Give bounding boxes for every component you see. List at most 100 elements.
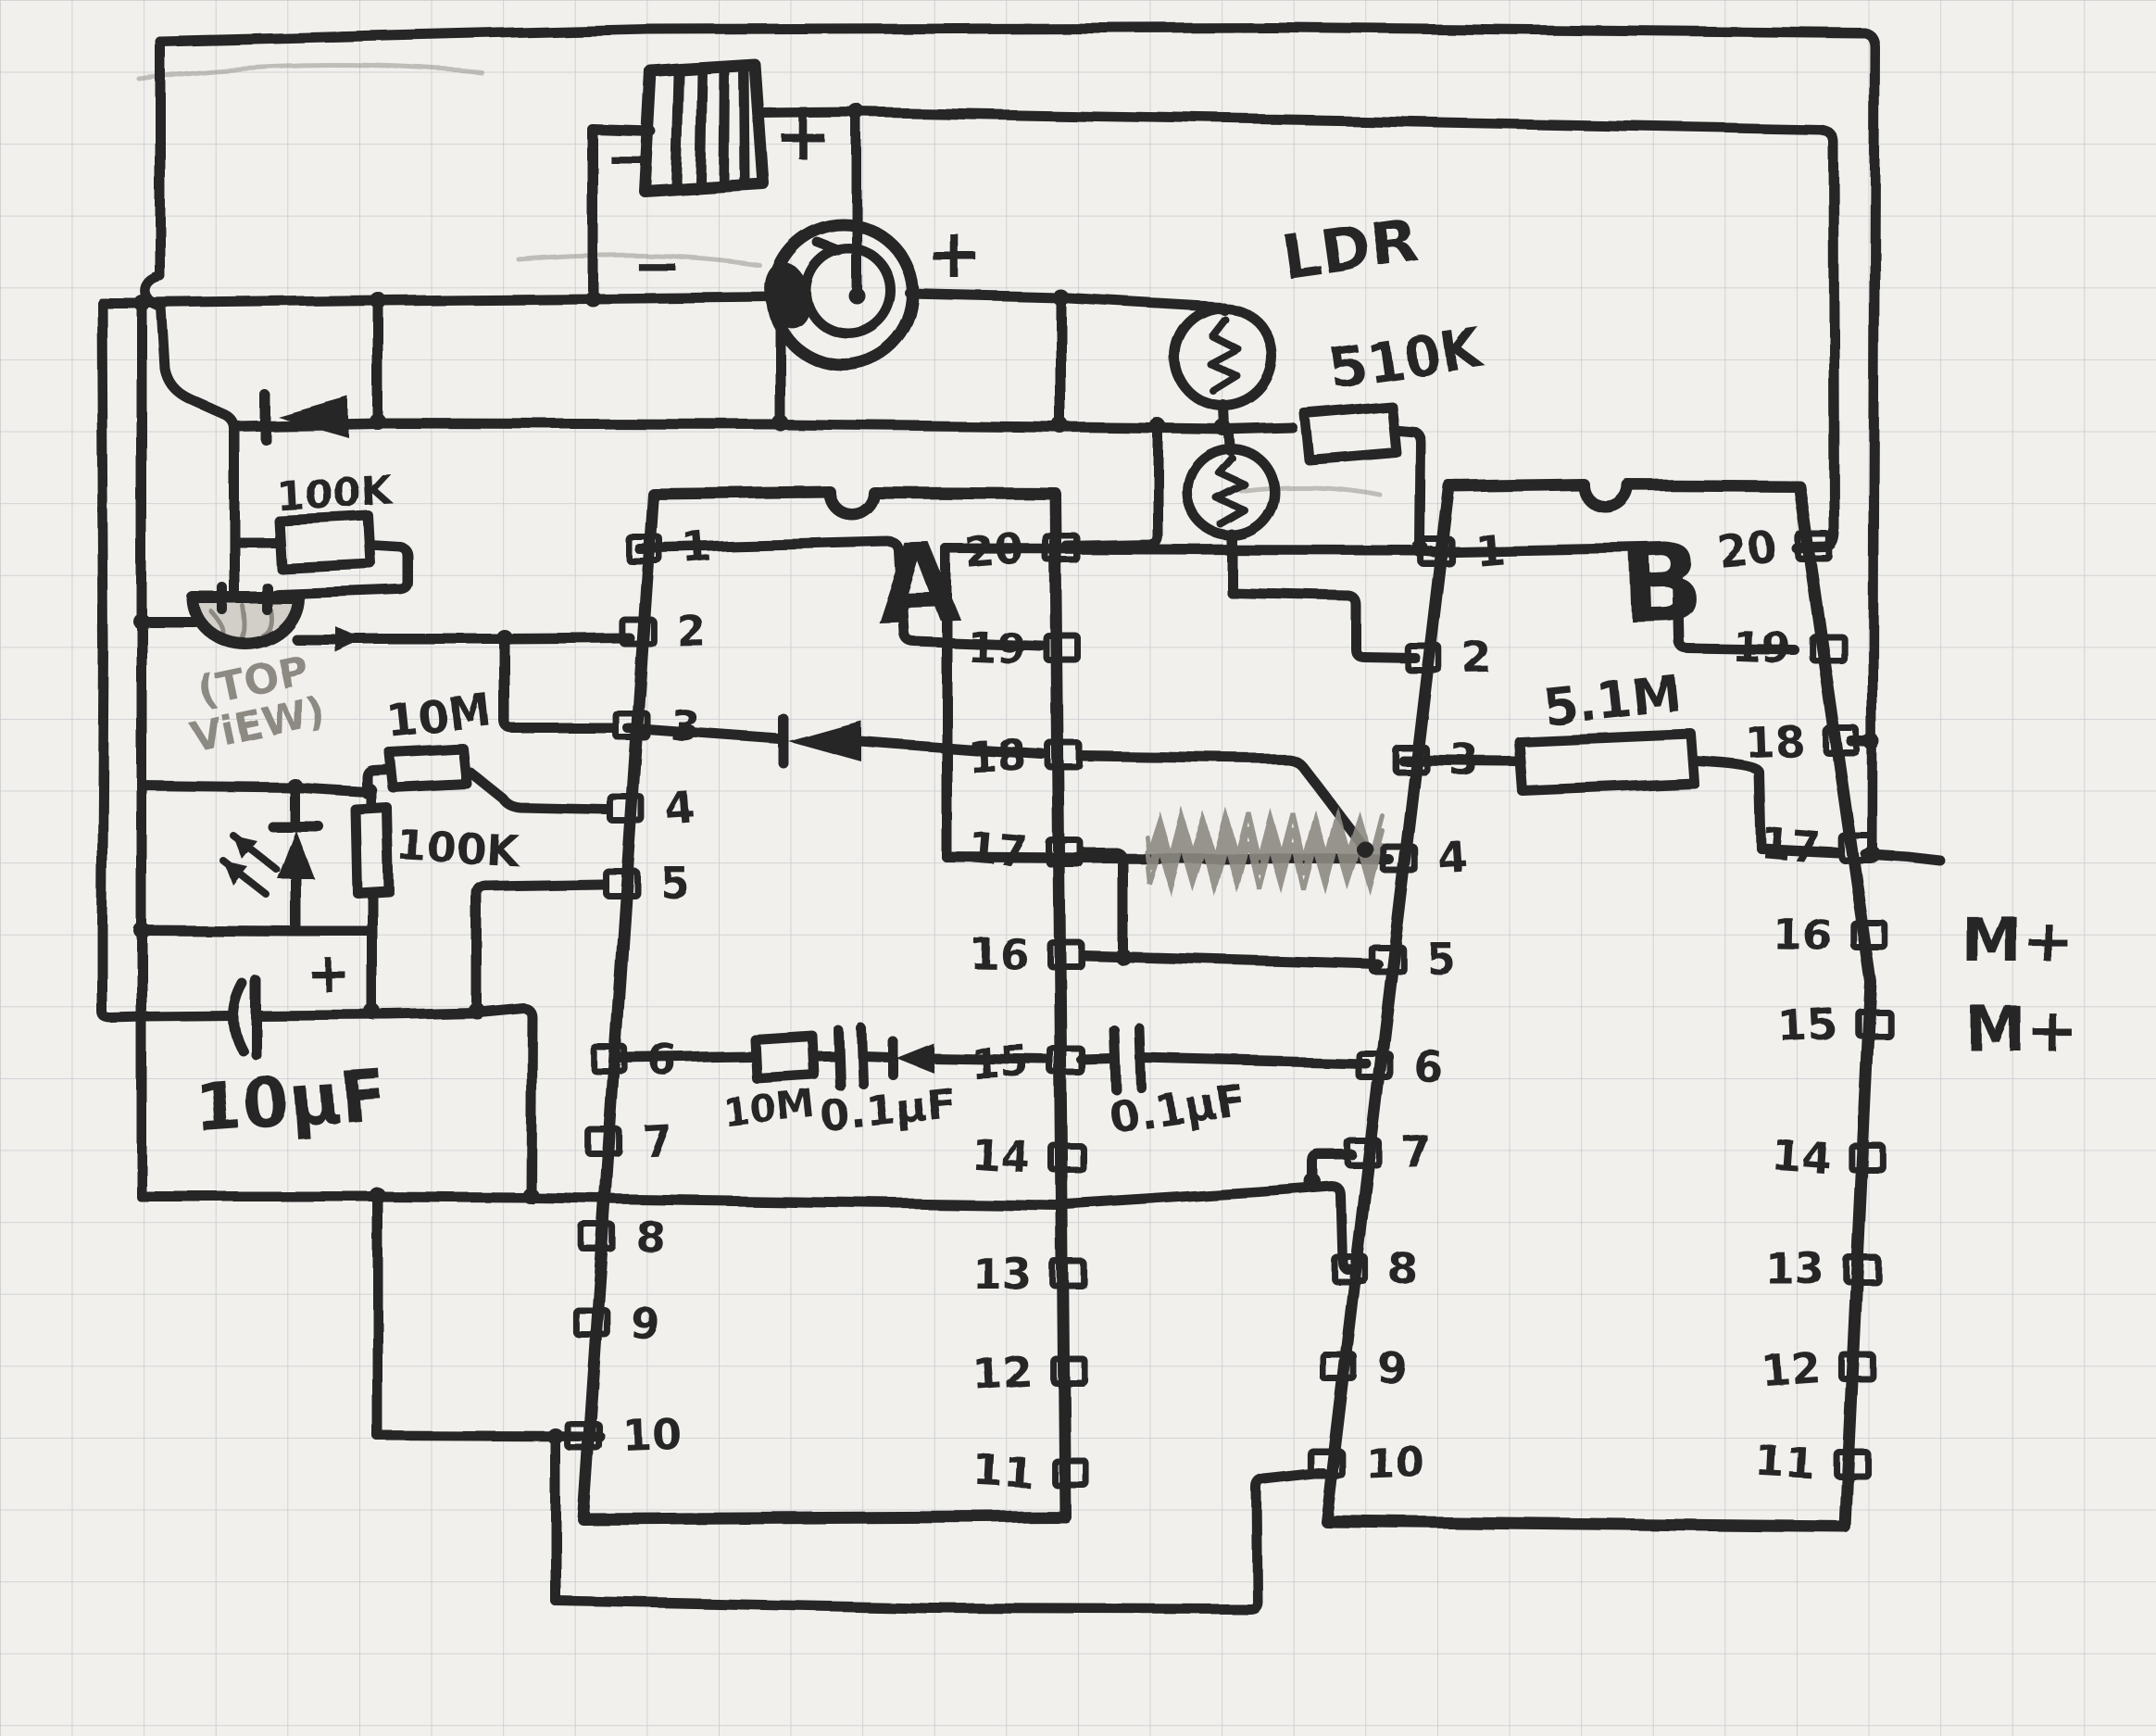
ldr-1 [1169,302,1278,411]
pin-stub [584,1126,623,1157]
wire-a18-b4 [1078,750,1371,854]
pin-stub [1392,744,1431,775]
chip-b-outline [1320,478,1877,1533]
resistor-10m-left [383,743,472,793]
pin-stub [1404,642,1443,673]
resistor-10m-mid [749,1030,820,1084]
chip-b-pin-number: 14 [1770,1129,1833,1183]
pin-stub [1837,832,1876,863]
chip-b-pin-number: 5 [1426,934,1456,984]
label-cap10uf: 10µF [192,1056,389,1149]
led-arrowhead-2 [224,862,248,886]
wire-left-rail [96,297,237,1024]
chip-a-pin-number: 3 [670,700,702,752]
chip-a-pin-number: 12 [971,1346,1034,1400]
chip-a-pin-number: 13 [972,1249,1032,1299]
chip-b-pin-number: 13 [1765,1244,1824,1294]
chip-b-pin-number: 15 [1776,999,1838,1051]
label-motor-minus: − [632,232,682,300]
chip-b-pin-number: 4 [1436,832,1470,884]
resistor-510k [1298,400,1401,465]
pin-stub [1331,1253,1370,1285]
label-cap10uf-plus: + [306,941,351,1004]
chip-b-pin-number: 20 [1715,522,1778,576]
pin-stub [590,1043,629,1075]
label-battery-plus: + [774,96,832,176]
label-r51m: 5.1M [1540,664,1684,736]
pin-stub [1319,1351,1358,1382]
chip-a-pin-number: 6 [646,1034,680,1086]
led-arrowhead-1 [233,836,257,860]
pin-stub [1044,633,1083,664]
label-motor-plus: + [926,215,984,295]
chip-b-pin-number: 6 [1411,1040,1445,1092]
pin-stub [1043,533,1082,564]
pin-stub [619,616,658,648]
wire-bottom-rail [550,1467,1328,1615]
label-battery-minus: − [604,124,654,193]
pin-stub [1855,1008,1894,1039]
chip-a-pin-number: 19 [966,622,1027,673]
chip-b-pin-number: 1 [1473,523,1507,576]
wires [96,22,1946,1615]
chip-a-pin-number: 17 [966,823,1029,877]
diode-symbols [224,396,934,1073]
chip-a-pin-number: 18 [967,730,1028,782]
chip-b-pin-number: 10 [1364,1437,1425,1489]
diode-left-icon [278,396,348,437]
pin-stub [602,867,641,899]
resistor-5.1m [1513,728,1700,797]
chip-b-pin-number: 12 [1759,1341,1822,1395]
wire-lower-bus [136,1181,1355,1275]
arrow-topview-icon [335,626,363,652]
junction-dots [133,104,1881,1445]
pin-stub [1049,1258,1088,1289]
pin-stub [1837,1351,1876,1382]
resistor-100k-top [272,509,376,573]
chip-b-pin-number: 16 [1773,910,1833,961]
pin-stub [564,1420,603,1452]
pin-stub [1045,739,1084,771]
pin-stub [612,710,651,741]
resistor-100k-left [350,802,395,899]
label-m-plus-2: M+ [1965,994,2077,1065]
pin-stub [1307,1448,1346,1479]
wire-a-pin1-pin19 [633,536,1047,651]
diode-a-internal-icon [788,721,861,761]
pin-stub [1051,1457,1090,1489]
pin-stub [1809,633,1848,664]
chip-a-pin-number: 16 [969,928,1029,979]
label-chip-a: A [874,521,962,648]
chip-a-outline [577,485,1072,1526]
chip-a-pin-number: 8 [635,1212,666,1263]
pin-stub [624,533,663,564]
pin-stub [1345,1138,1384,1169]
chip-a-pin-number: 10 [621,1409,683,1461]
battery-symbol [638,58,770,197]
capacitor-10uf [228,975,261,1060]
led-triangle-icon [277,830,314,878]
diode-pin15-icon [896,1043,934,1073]
label-r100k-left: 100K [395,820,522,876]
chip-a-pin-number: 5 [660,858,690,908]
pin-stub [607,793,646,824]
chip-a-pin-number: 4 [663,782,696,834]
ldr-2 [1182,443,1280,541]
pin-stub [1050,1355,1089,1387]
chip-a-pin-number: 7 [641,1114,673,1166]
pin-stub [578,1221,617,1252]
chip-b-pin-number: 7 [1401,1126,1434,1178]
pin-stub [1848,1142,1886,1174]
pin-stub [1417,535,1456,567]
pin-stub [1047,1045,1086,1076]
pencil-scribble [1144,805,1385,898]
pin-stub [1794,531,1833,562]
chip-b-pin-number: 9 [1375,1341,1410,1394]
chip-a-pin-number: 20 [963,523,1026,578]
chip-b-pin-number: 8 [1388,1244,1419,1295]
label-chip-b: B [1619,521,1705,648]
